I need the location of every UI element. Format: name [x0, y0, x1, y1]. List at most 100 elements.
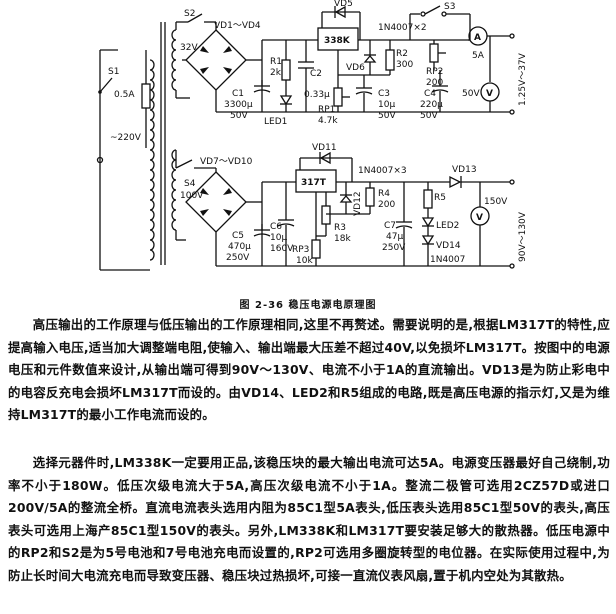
- resistor-r5: [423, 182, 433, 218]
- label-rp3: RP3: [292, 245, 309, 255]
- label-c4v: 220μ: [420, 100, 443, 110]
- diode-vd14: [421, 235, 435, 266]
- figure-caption: 图 2-36 稳压电源电原理图: [239, 300, 377, 311]
- label-vd6: VD6: [346, 63, 365, 73]
- label-c1: C1: [232, 89, 244, 99]
- paragraph-1: 高压输出的工作原理与低压输出的工作原理相同,这里不再赘述。需要说明的是,根据LM…: [8, 317, 610, 423]
- output-terminals-lo: [509, 179, 515, 269]
- label-r1: R1: [270, 57, 282, 67]
- potentiometer-rp1: [333, 75, 350, 112]
- label-vd5: VD5: [334, 0, 353, 9]
- label-r5: R5: [434, 193, 446, 203]
- label-vd12: VD12: [353, 191, 363, 216]
- label-rp1: RP1: [318, 105, 335, 115]
- label-rp2v: 200: [426, 78, 443, 88]
- label-vd14v: 1N4007: [430, 255, 465, 265]
- label-s3: S3: [444, 2, 455, 12]
- voltmeter-lo: V: [470, 182, 490, 266]
- resistor-r1: [279, 40, 293, 112]
- diode-vd12: [339, 182, 353, 214]
- label-r1v: 2k: [270, 68, 282, 78]
- label-c1v: 3300μ: [224, 100, 253, 110]
- capacitor-c2: [298, 40, 314, 112]
- label-out-hi: 1.25V～37V: [518, 52, 528, 106]
- label-volt-hi-range: 50V: [462, 89, 480, 99]
- label-mains: ~220V: [110, 133, 142, 143]
- capacitor-c6: [277, 182, 295, 266]
- switch-s2: [175, 13, 216, 99]
- label-32v: 32V: [180, 43, 198, 53]
- label-bridge-lo: VD7～VD10: [200, 157, 253, 167]
- label-ammeter-range: 5A: [472, 51, 485, 61]
- label-c3v: 10μ: [378, 100, 395, 110]
- label-vd-hi: 1N4007×2: [378, 23, 427, 33]
- label-100v: 100V: [180, 191, 204, 201]
- transformer-primary-coil: [145, 22, 166, 265]
- label-ic-hi: 338K: [324, 36, 351, 46]
- bridge-rectifier-lo: [185, 168, 262, 266]
- label-s2: S2: [184, 9, 195, 19]
- diode-vd5: [334, 5, 346, 19]
- label-c2v: 0.33μ: [304, 90, 330, 100]
- label-c4u: 50V: [420, 111, 438, 121]
- capacitor-c7: [395, 182, 413, 266]
- potentiometer-rp2: [429, 40, 446, 70]
- label-r2v: 300: [396, 60, 413, 70]
- label-r3v: 18k: [334, 234, 351, 244]
- label-c7: C7: [384, 221, 396, 231]
- led2: [421, 217, 435, 236]
- resistor-r3: [321, 192, 331, 236]
- bridge-rectifier-hi: [182, 22, 262, 112]
- label-c7u: 250V: [382, 243, 406, 253]
- label-c6v: 10μ: [270, 233, 287, 243]
- voltmeter-hi: V: [480, 36, 500, 112]
- label-vd14: VD14: [436, 241, 461, 251]
- label-c6: C6: [270, 222, 282, 232]
- label-r4v: 200: [378, 200, 395, 210]
- potentiometer-rp3: [311, 210, 326, 266]
- label-c2: C2: [310, 69, 322, 79]
- label-led1: LED1: [264, 117, 287, 127]
- capacitor-c3: [355, 75, 373, 112]
- diode-vd11: [319, 151, 331, 165]
- fuse: [141, 50, 151, 130]
- capacitor-c1: [253, 80, 271, 93]
- label-fuse: 0.5A: [114, 90, 135, 100]
- switch-s4: [175, 150, 216, 241]
- label-r2: R2: [396, 49, 408, 59]
- label-s4: S4: [184, 179, 196, 189]
- circuit-schematic: A V: [96, 0, 528, 271]
- label-c5: C5: [232, 231, 244, 241]
- label-c3u: 50V: [378, 111, 396, 121]
- capacitor-c5: [253, 224, 271, 237]
- label-out-lo: 90V～130V: [518, 211, 528, 262]
- voltmeter-hi-symbol: V: [486, 89, 493, 99]
- switch-s3: [409, 5, 471, 40]
- schematic-labels: S1 0.5A ~220V S2 32V VD1～VD4 VD5 1N4007×…: [108, 0, 528, 266]
- label-c3: C3: [378, 89, 390, 99]
- resistor-r4: [326, 182, 375, 215]
- label-r3: R3: [334, 223, 346, 233]
- switch-s1: [98, 77, 113, 94]
- label-vd13: VD13: [452, 165, 477, 175]
- label-ic-lo: 317T: [301, 178, 327, 188]
- label-vd11: VD11: [312, 143, 337, 153]
- label-r4: R4: [378, 189, 390, 199]
- transformer-secondary-coils: [171, 29, 177, 231]
- ammeter-symbol: A: [474, 33, 481, 43]
- label-rp1v: 4.7k: [318, 116, 338, 126]
- regulator-338k: [317, 11, 470, 75]
- output-terminals-hi: [509, 33, 515, 115]
- diode-vd13: [449, 175, 510, 189]
- label-s1: S1: [108, 67, 119, 77]
- paragraph-2: 选择元器件时,LM338K一定要用正品,该稳压块的最大输出电流可达5A。电源变压…: [8, 455, 610, 583]
- label-c6u: 160V: [270, 244, 294, 254]
- label-c4: C4: [424, 89, 436, 99]
- label-bridge-hi: VD1～VD4: [214, 21, 261, 31]
- label-c1u: 50V: [230, 111, 248, 121]
- diode-vd6: [363, 40, 377, 75]
- label-led2: LED2: [436, 221, 459, 231]
- voltmeter-lo-symbol: V: [476, 213, 483, 223]
- capacitor-c4: [431, 70, 449, 112]
